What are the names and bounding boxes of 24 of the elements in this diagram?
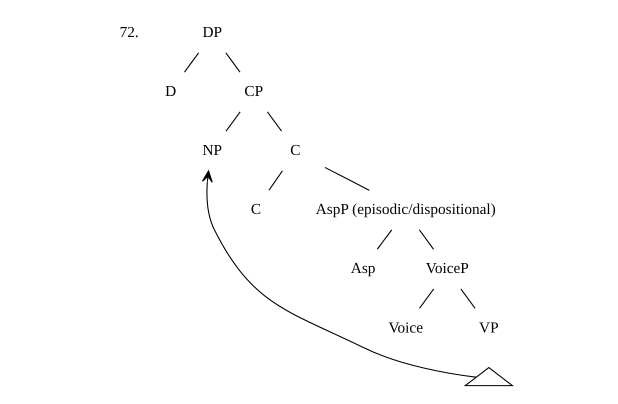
node-text: D (165, 82, 176, 100)
node-text: DP (202, 24, 222, 41)
connector (419, 288, 434, 308)
connector (266, 110, 282, 131)
connector (418, 229, 434, 250)
node-text: AspP (episodic/dispositional) (316, 200, 496, 218)
node-text: NP (202, 142, 222, 159)
connector (225, 52, 240, 72)
node-text: VoiceP (426, 260, 469, 277)
connector (460, 288, 476, 308)
node-triangle (464, 366, 514, 386)
connector (376, 229, 392, 250)
connector (226, 110, 241, 131)
node-text: C (290, 142, 300, 159)
node-text: VP (479, 318, 499, 336)
node-text: Voice (388, 318, 424, 336)
arrow (202, 170, 476, 378)
node-text: CP (244, 82, 264, 100)
connector (184, 52, 200, 72)
node-text: C (250, 200, 262, 218)
label: 72. (120, 24, 139, 41)
connector (268, 170, 283, 190)
node-text: Asp (350, 260, 376, 277)
connector (324, 166, 370, 190)
